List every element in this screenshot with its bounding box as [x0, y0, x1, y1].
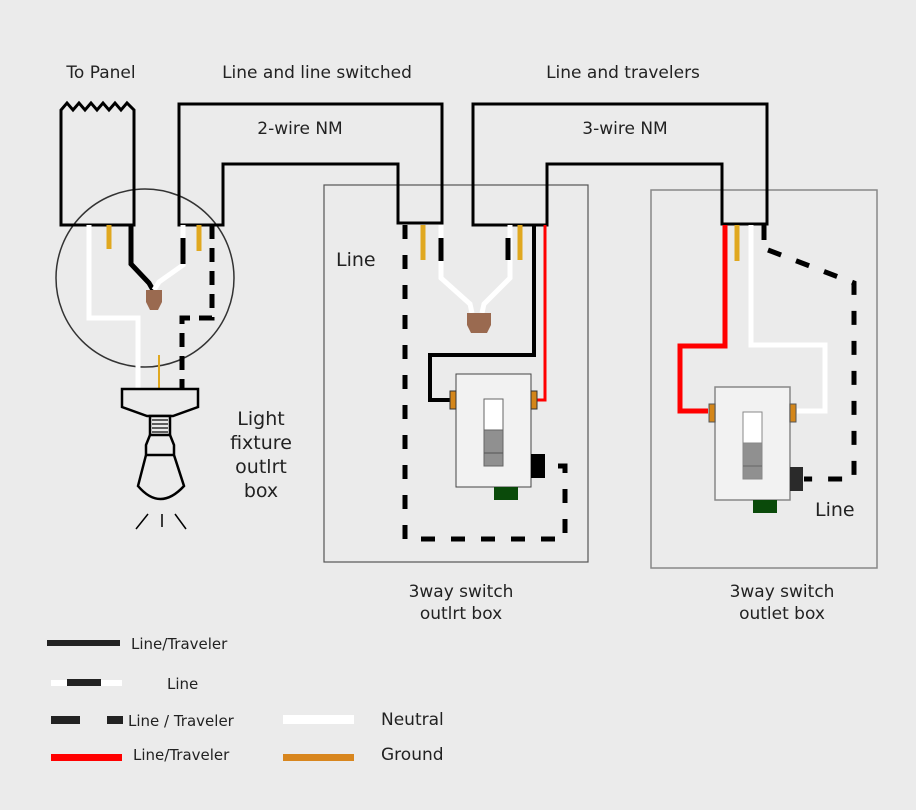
switch1-wiring	[402, 225, 568, 542]
cable2-purpose-label: Line and travelers	[546, 63, 700, 83]
panel-cable	[59, 100, 136, 227]
switch1-outlet-box	[323, 184, 589, 563]
cable1-type-label: 2-wire NM	[257, 119, 342, 139]
svg-text:Line / Traveler: Line / Traveler	[128, 712, 235, 730]
switch2-device	[708, 386, 803, 513]
common-terminal	[790, 467, 803, 491]
svg-text:Ground: Ground	[381, 745, 444, 765]
svg-text:Light: Light	[237, 408, 284, 430]
switch2-outlet-box	[650, 189, 878, 569]
svg-text:3way switch: 3way switch	[409, 582, 514, 602]
light-bulb-icon	[120, 387, 200, 530]
legend: Line/Traveler Line Line / Traveler Line/…	[47, 635, 444, 765]
svg-text:Line/Traveler: Line/Traveler	[133, 746, 230, 764]
svg-text:3way switch: 3way switch	[730, 582, 835, 602]
legend-item-line: Line	[51, 675, 198, 693]
switch1-box-label: 3way switch outlrt box	[409, 582, 514, 624]
legend-item-line-traveler-black: Line/Traveler	[47, 635, 228, 653]
legend-item-neutral: Neutral	[283, 710, 444, 730]
svg-text:outlrt box: outlrt box	[420, 604, 502, 624]
ground-screw	[753, 500, 777, 513]
wire-nut	[146, 290, 162, 310]
to-panel-label: To Panel	[65, 63, 135, 83]
cable2-type-label: 3-wire NM	[582, 119, 667, 139]
svg-text:Neutral: Neutral	[381, 710, 444, 730]
legend-item-line-traveler-red: Line/Traveler	[51, 746, 230, 764]
light-box-wiring	[86, 225, 215, 390]
legend-item-line-traveler-dashed: Line / Traveler	[51, 712, 235, 730]
light-fixture-box	[55, 188, 235, 368]
ground-screw	[494, 487, 518, 500]
terminal-screw	[708, 403, 716, 423]
svg-text:outlrt: outlrt	[235, 456, 287, 478]
legend-item-ground: Ground	[283, 745, 444, 765]
svg-text:box: box	[244, 480, 278, 502]
switch1-line-label: Line	[336, 249, 376, 271]
cable-3-wire-nm	[471, 102, 769, 227]
svg-text:fixture: fixture	[230, 432, 292, 454]
switch2-line-label: Line	[815, 499, 855, 521]
switch1-device	[449, 373, 545, 500]
terminal-screw	[449, 390, 457, 410]
cable-2-wire-nm	[177, 102, 444, 227]
common-terminal	[531, 454, 545, 478]
svg-text:Line: Line	[167, 675, 198, 693]
svg-text:outlet box: outlet box	[739, 604, 825, 624]
wire-nut	[467, 313, 491, 333]
terminal-screw	[530, 390, 538, 410]
terminal-screw	[789, 403, 797, 423]
svg-text:Line/Traveler: Line/Traveler	[131, 635, 228, 653]
switch2-box-label: 3way switch outlet box	[730, 582, 835, 624]
cable1-purpose-label: Line and line switched	[222, 63, 412, 83]
switch2-wiring	[677, 225, 857, 482]
light-box-label: Light fixture outlrt box	[230, 408, 292, 502]
